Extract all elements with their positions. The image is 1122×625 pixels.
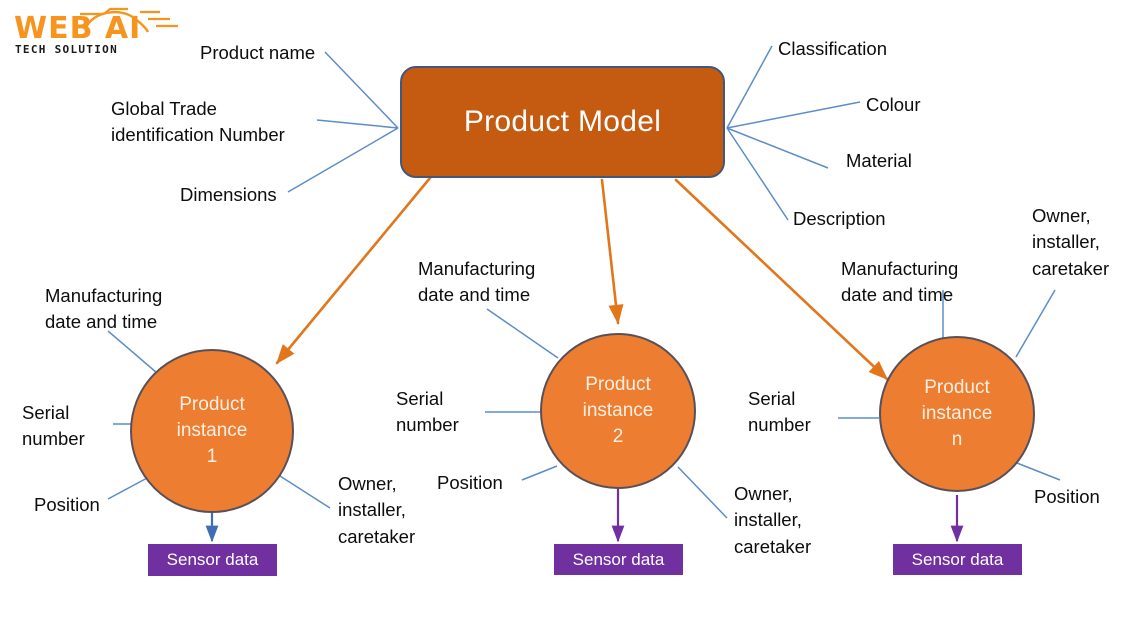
- attr-i2-owner-installer-caretaker: Owner, installer, caretaker: [734, 483, 812, 557]
- instance-n-label-line-1: Product: [924, 376, 990, 398]
- instance-1-label-line-1: Product: [179, 393, 245, 415]
- leader-in-owner: [1015, 289, 1056, 358]
- attr-i1-position: Position: [34, 494, 100, 515]
- instance-1-label-line-2: instance: [176, 419, 248, 441]
- instance-2-label-line-2: instance: [582, 399, 654, 421]
- logo-tagline: TECH SOLUTION: [15, 43, 118, 56]
- leader-i2-owner: [677, 466, 728, 519]
- leader-global-trade-number: [316, 119, 399, 129]
- attr-in-manufacturing-date-and-time: Manufacturing date and time: [841, 258, 959, 306]
- arrow-model-to-instance-2: [600, 178, 624, 325]
- attr-i2-position: Position: [437, 472, 503, 493]
- attr-dimensions: Dimensions: [180, 184, 277, 205]
- leader-dimensions: [287, 127, 399, 193]
- leader-product-name: [324, 51, 399, 129]
- product-instance-1-node[interactable]: Product instance 1: [130, 349, 294, 513]
- instance-n-label-line-3: n: [951, 429, 963, 451]
- attr-i2-serial-number: Serial number: [396, 388, 459, 436]
- leader-i1-manufacturing-date: [107, 330, 158, 374]
- sensor-data-box-1[interactable]: Sensor data: [148, 544, 277, 576]
- brand-logo: WEB AI TECH SOLUTION: [8, 6, 194, 58]
- attr-in-position: Position: [1034, 486, 1100, 507]
- logo-circuit-arc-icon: [80, 7, 178, 33]
- attr-colour: Colour: [866, 94, 921, 115]
- leader-colour: [726, 101, 861, 129]
- attr-i2-manufacturing-date-and-time: Manufacturing date and time: [418, 258, 536, 306]
- instance-n-label-line-2: instance: [921, 402, 993, 424]
- sensor-data-label-n: Sensor data: [911, 549, 1004, 569]
- instance-2-label-line-1: Product: [585, 373, 651, 395]
- sensor-data-label-2: Sensor data: [572, 549, 665, 569]
- attr-material: Material: [846, 150, 912, 171]
- instance-1-label-line-3: 1: [206, 446, 218, 468]
- leader-i2-manufacturing-date: [486, 308, 559, 359]
- leader-i2-position: [521, 465, 558, 481]
- attr-description: Description: [793, 208, 886, 229]
- attr-in-serial-number: Serial number: [748, 388, 811, 436]
- product-instance-2-node[interactable]: Product instance 2: [540, 333, 696, 489]
- leader-i1-owner: [279, 475, 331, 509]
- leader-description: [726, 127, 789, 221]
- leader-material: [726, 127, 829, 169]
- leader-i1-position: [107, 476, 150, 500]
- product-model-label: Product Model: [463, 105, 662, 138]
- sensor-data-box-2[interactable]: Sensor data: [554, 544, 683, 575]
- attr-product-name: Product name: [200, 42, 316, 63]
- instance-2-label-line-3: 2: [612, 426, 624, 448]
- attr-i1-serial-number: Serial number: [22, 402, 85, 450]
- product-instance-n-node[interactable]: Product instance n: [879, 336, 1035, 492]
- leader-in-position: [1016, 462, 1061, 481]
- attr-i1-manufacturing-date-and-time: Manufacturing date and time: [45, 285, 163, 333]
- attr-i1-owner-installer-caretaker: Owner, installer, caretaker: [338, 473, 416, 547]
- attr-classification: Classification: [778, 38, 887, 59]
- logo-wordmark: WEB AI: [14, 11, 142, 46]
- attr-in-owner-installer-caretaker: Owner, installer, caretaker: [1032, 205, 1110, 279]
- sensor-data-label-1: Sensor data: [166, 550, 259, 569]
- sensor-data-box-n[interactable]: Sensor data: [893, 544, 1022, 575]
- leader-classification: [726, 45, 773, 129]
- product-model-node[interactable]: Product Model: [400, 66, 725, 178]
- arrow-model-to-instance-1: [275, 176, 432, 365]
- attr-global-trade-identification-number: Global Trade identification Number: [111, 98, 285, 146]
